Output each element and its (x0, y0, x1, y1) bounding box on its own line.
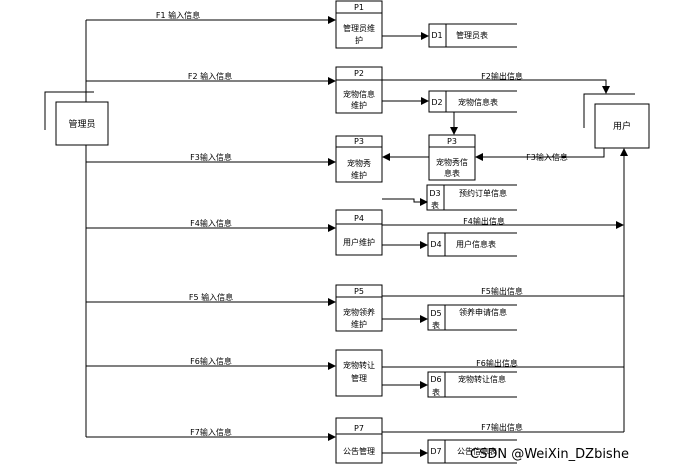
process-id: P2 (354, 69, 364, 78)
process-name: 息表 (444, 168, 460, 178)
datastore-id: D3 (429, 189, 440, 198)
process-name: 宠物领养 (343, 307, 375, 317)
process-name: 管理 (351, 373, 367, 383)
flow-label-f1: F1 输入信息 (156, 10, 200, 20)
input-flow-2: F2 输入信息 (86, 71, 336, 85)
datastore-d5: D5 表 领养申请信息 (427, 304, 517, 331)
output-flow-f4: F4输出信息 (382, 216, 624, 229)
process-id: P7 (354, 424, 364, 433)
input-flow-1: F1 输入信息 (86, 10, 336, 24)
process-id: P3 (354, 137, 364, 146)
input-flow-5: F5 输入信息 (86, 292, 336, 306)
flow-label-out-f6: F6输出信息 (476, 358, 518, 368)
process-name: 护 (355, 35, 363, 45)
entity-admin: 管理员 (44, 91, 109, 146)
process-id: P3 (447, 137, 457, 146)
process-name: 宠物转让 (343, 360, 375, 370)
input-flow-7: F7输入信息 (86, 427, 336, 441)
process-name: 宠物秀信 (436, 157, 468, 167)
process-name: 宠物信息 (343, 89, 375, 99)
datastore-d4: D4 用户信息表 (427, 232, 517, 257)
process-name: 用户维护 (343, 237, 375, 247)
datastore-name: 管理员表 (456, 30, 488, 40)
flow-label-f7: F7输入信息 (190, 427, 232, 437)
datastore-name: 宠物转让信息 (458, 374, 506, 384)
process-name: 管理员维 (343, 23, 375, 33)
datastore-name-wrap: 表 (432, 320, 440, 330)
output-flow-f5: F5输出信息 (382, 286, 624, 297)
datastore-name: 预约订单信息 (459, 188, 507, 198)
flow-label-f2: F2 输入信息 (188, 71, 232, 81)
datastore-id: D1 (431, 31, 442, 40)
process-p4: P4 用户维护 (335, 209, 383, 256)
datastore-name: 公告信息表 (457, 446, 497, 456)
entity-user: 用户 (583, 93, 650, 149)
flow-label-out-f5: F5输出信息 (481, 286, 523, 296)
process-name: 维护 (351, 319, 367, 329)
entity-user-label: 用户 (613, 120, 631, 132)
datastore-name-wrap: 表 (431, 200, 439, 210)
output-flow-f6: F6输出信息 (382, 358, 624, 368)
datastore-name: 宠物信息表 (458, 97, 498, 107)
flow-label-out-f4: F4输出信息 (463, 216, 505, 226)
process-p3-info-box: P3 宠物秀信 息表 (428, 134, 476, 181)
output-flow-f2: F2输出信息 (382, 71, 610, 94)
datastore-d7: D7 公告信息表 (427, 439, 517, 464)
process-p5: P5 宠物领养 维护 (335, 284, 383, 332)
datastore-id: D2 (431, 98, 442, 107)
flow-label-f5: F5 输入信息 (189, 292, 233, 302)
process-p1: P1 管理员维 护 (335, 0, 383, 49)
entity-admin-label: 管理员 (68, 118, 95, 130)
flow-label-out-f2: F2输出信息 (481, 71, 523, 81)
datastore-id: D5 (430, 309, 441, 318)
input-flow-4: F4输入信息 (86, 218, 336, 232)
process-name: 公告管理 (343, 446, 375, 456)
flow-label-f6: F6输入信息 (190, 356, 232, 366)
process-id: P4 (354, 214, 364, 223)
process-p6: 宠物转让 管理 (335, 349, 383, 397)
flow-label-f4: F4输入信息 (190, 218, 232, 228)
input-flow-3: F3输入信息 (86, 152, 336, 166)
output-flow-f7: F7输出信息 (382, 422, 625, 433)
datastore-d2: D2 宠物信息表 (428, 90, 517, 113)
datastore-id: D7 (430, 447, 441, 456)
input-flow-6: F6输入信息 (86, 356, 336, 370)
datastore-id: D6 (430, 375, 441, 384)
datastore-d1: D1 管理员表 (428, 23, 517, 48)
process-name: 宠物秀 (347, 158, 371, 168)
process-name: 维护 (351, 100, 367, 110)
watermark: CSDN @WeiXin_DZbishe (470, 447, 629, 462)
process-id: P1 (354, 3, 364, 12)
datastore-id: D4 (430, 240, 441, 249)
datastore-name: 领养申请信息 (459, 307, 507, 317)
process-p7: P7 公告管理 (335, 417, 383, 464)
process-name: 维护 (351, 170, 367, 180)
process-p2: P2 宠物信息 维护 (335, 66, 383, 114)
datastore-name: 用户信息表 (456, 239, 496, 249)
datastore-d6: D6 表 宠物转让信息 (427, 371, 517, 398)
process-id: P5 (354, 287, 364, 296)
flow-label-f3: F3输入信息 (190, 152, 232, 162)
flow-p3-d3 (382, 198, 428, 206)
user-input-flow: F3输入信息 (475, 148, 605, 162)
datastore-name-wrap: 表 (432, 387, 440, 397)
flow-label-user-f3: F3输入信息 (526, 152, 568, 162)
flow-label-out-f7: F7输出信息 (481, 422, 523, 432)
process-p3: P3 宠物秀 维护 (335, 135, 383, 183)
datastore-d3: D3 表 预约订单信息 (426, 184, 517, 211)
